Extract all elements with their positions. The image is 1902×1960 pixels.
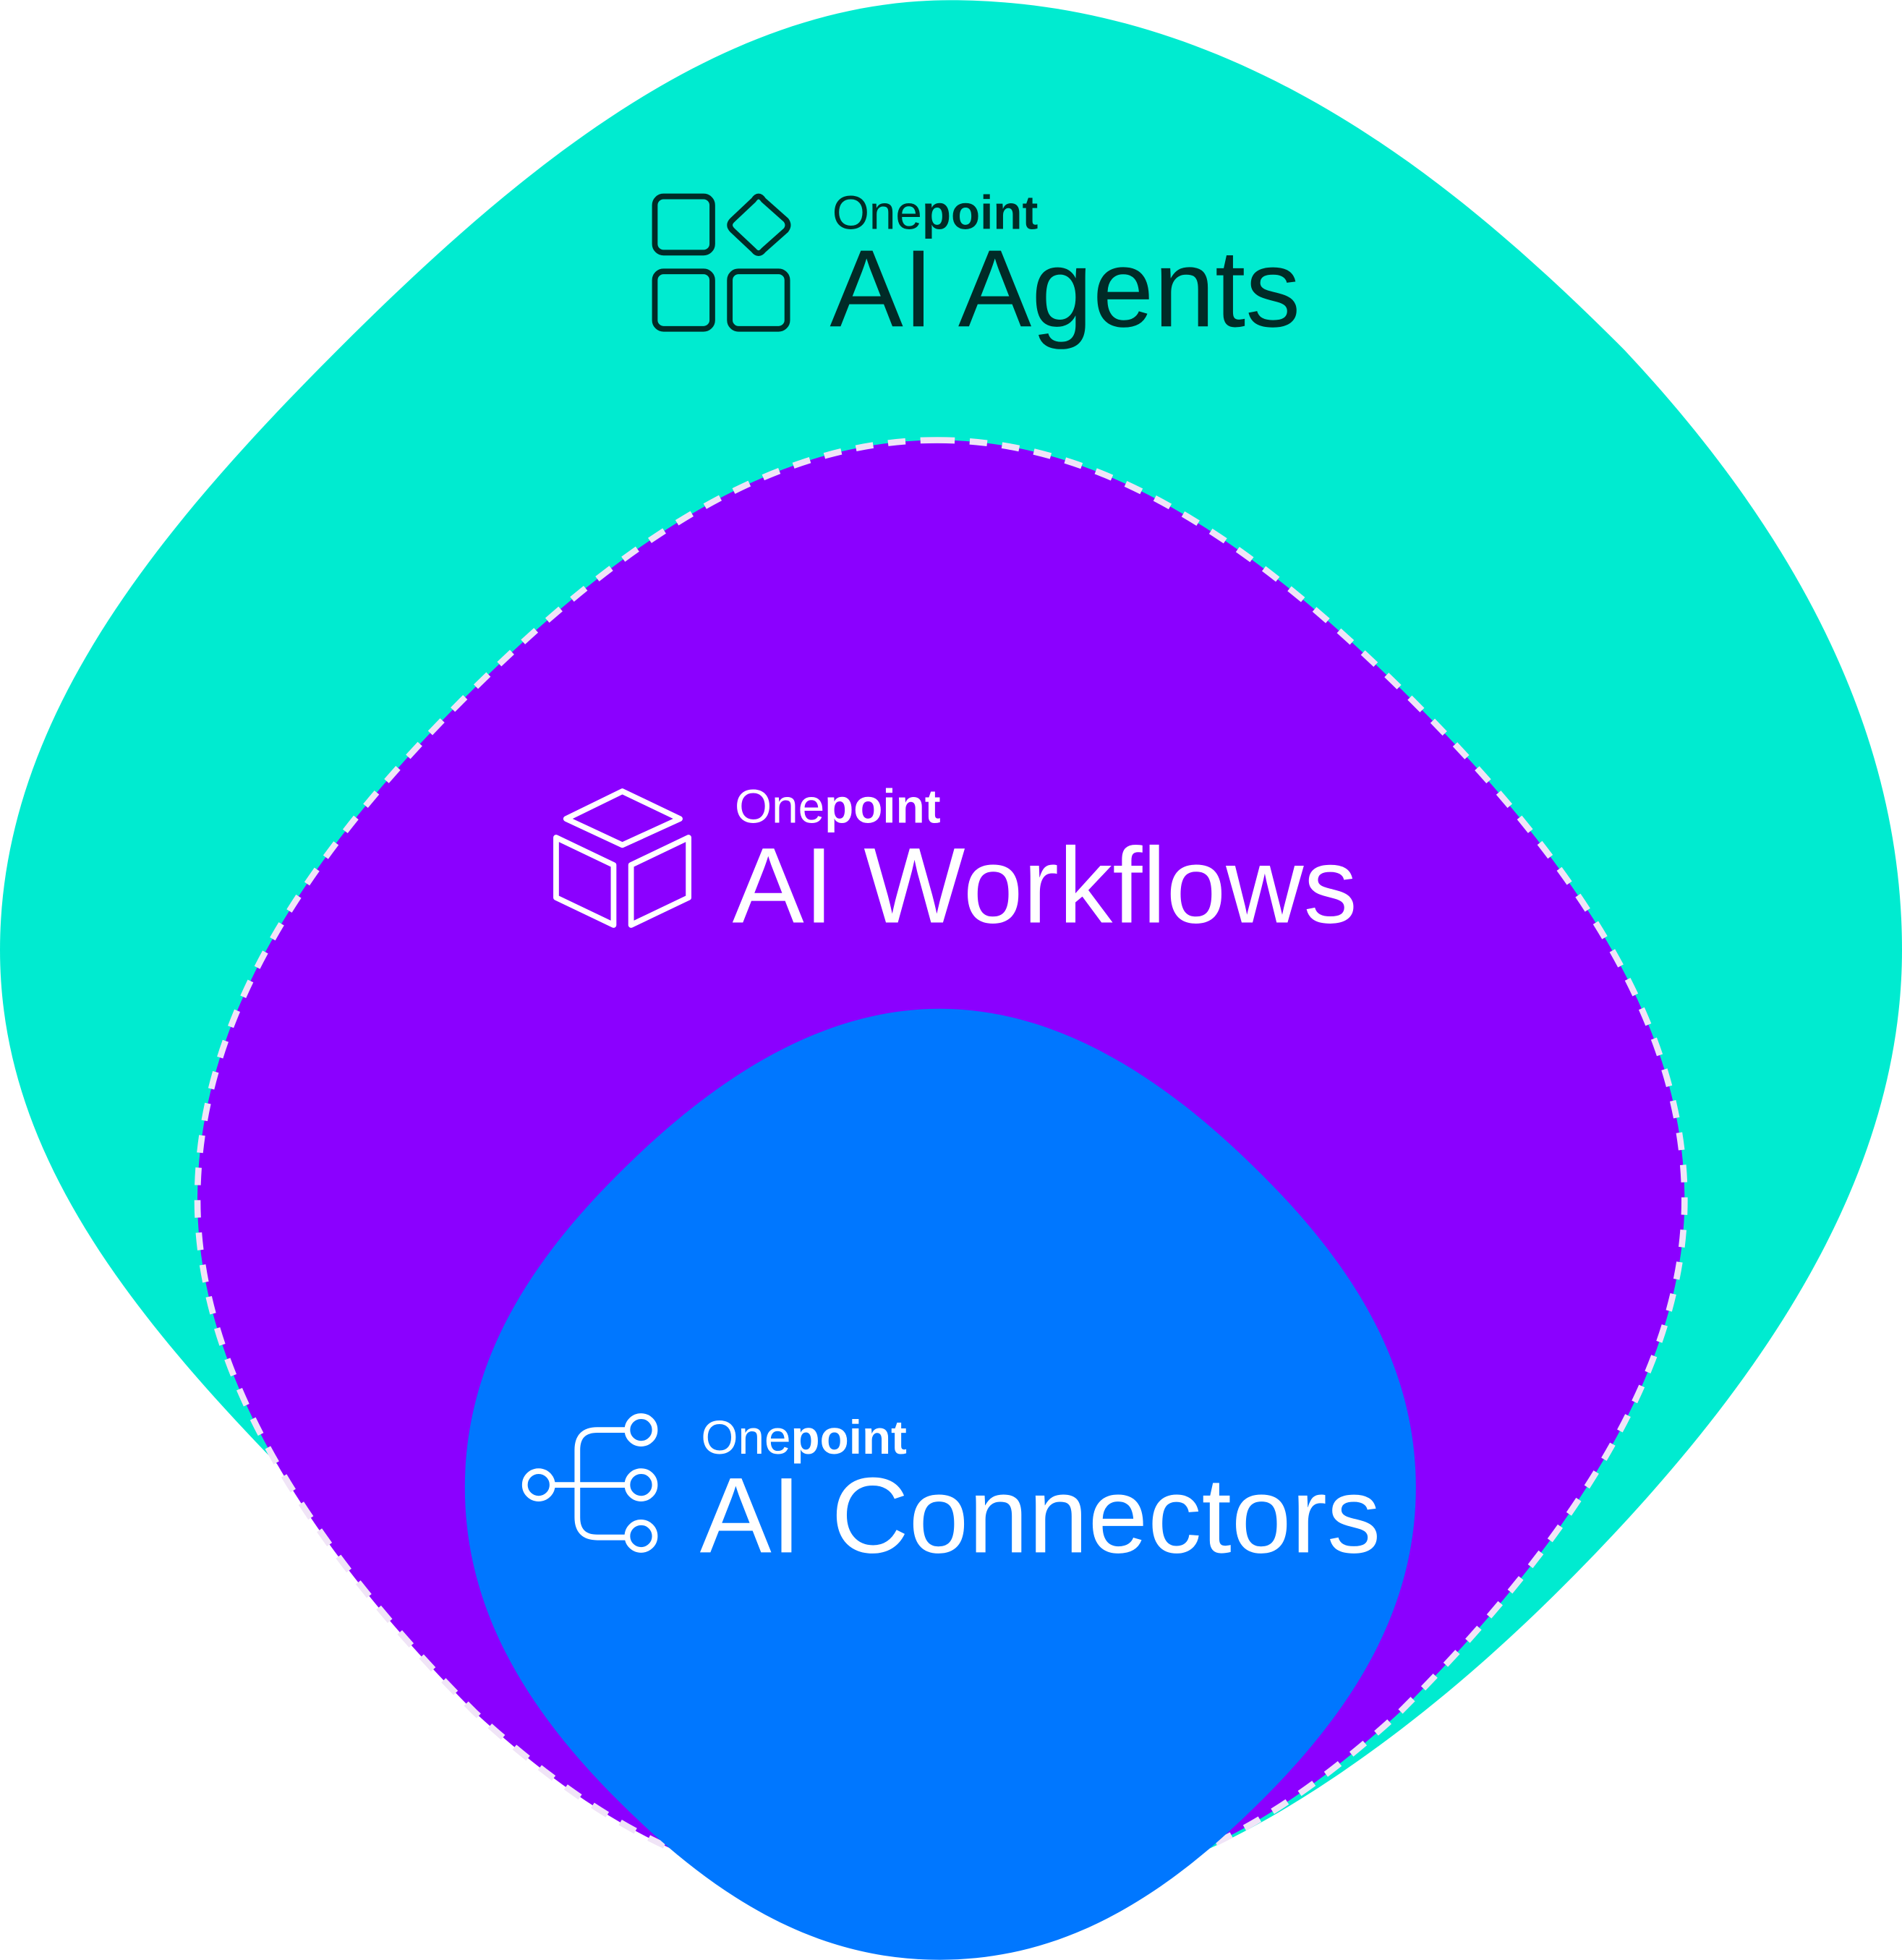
agents-brand: Onepoint xyxy=(832,186,1039,239)
cube-icon xyxy=(553,788,692,928)
connector-tree-icon xyxy=(521,1413,658,1553)
grid-diamond-icon xyxy=(652,193,791,332)
connectors-brand: Onepoint xyxy=(701,1411,907,1464)
workflows-title: AI Workflows xyxy=(733,826,1357,946)
connectors-blob xyxy=(464,1008,1416,1960)
workflows-brand: Onepoint xyxy=(735,780,941,832)
agents-title: AI Agents xyxy=(830,227,1300,350)
connectors-title: AI Connectors xyxy=(700,1455,1381,1575)
